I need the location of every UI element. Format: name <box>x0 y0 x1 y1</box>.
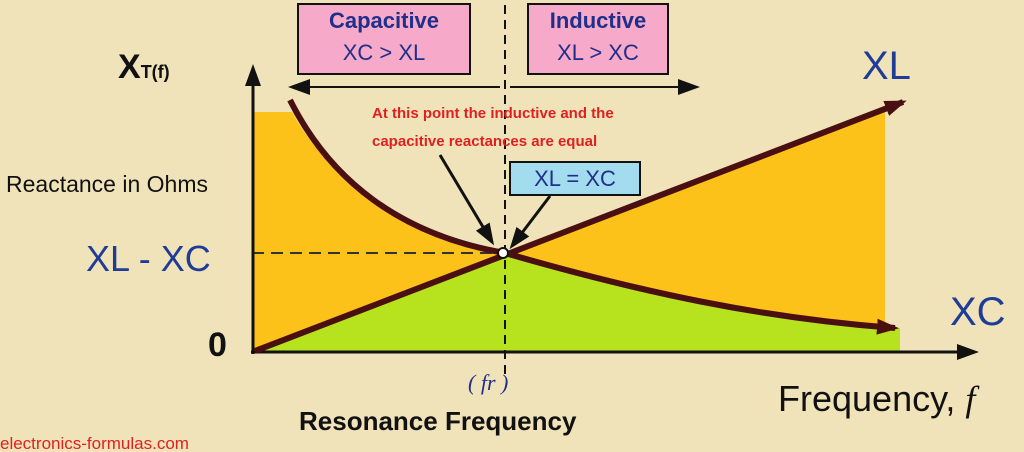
green-area <box>253 253 900 352</box>
equal-box: XL = XC <box>509 161 641 196</box>
xc-curve <box>287 98 899 335</box>
annotation-pointer <box>438 154 495 246</box>
capacitive-box: Capacitive XC > XL <box>297 3 471 75</box>
xc-curve-label: XC <box>950 290 1006 334</box>
inductive-box: Inductive XL > XC <box>527 3 669 75</box>
annotation-line-2: capacitive reactances are equal <box>372 133 598 150</box>
y-axis-label: Reactance in Ohms <box>6 171 208 197</box>
y-axis-symbol: XT(f) <box>118 48 170 87</box>
level-tick-label: XL - XC <box>86 238 211 279</box>
inductive-title: Inductive <box>549 8 647 33</box>
x-axis-symbol: f <box>965 379 976 419</box>
x-axis-label: Frequency, f <box>778 378 975 420</box>
y-symbol-subscript: T(f) <box>140 62 170 82</box>
x-axis-label-text: Frequency, <box>778 378 966 419</box>
resonance-tick-label: ( fr ) <box>468 370 509 395</box>
xl-line <box>253 99 907 354</box>
resonance-point <box>497 247 509 259</box>
zero-tick-label: 0 <box>208 326 227 364</box>
annotation-text: At this point the inductive and the capa… <box>372 100 614 156</box>
equal-box-pointer <box>509 195 552 250</box>
watermark: electronics-formulas.com <box>0 434 189 452</box>
capacitive-relation: XC > XL <box>342 40 426 65</box>
resonance-label: Resonance Frequency <box>299 406 577 436</box>
capacitive-title: Capacitive <box>328 8 440 33</box>
xl-curve-label: XL <box>862 44 911 88</box>
y-symbol-text: X <box>118 48 141 86</box>
annotation-line-1: At this point the inductive and the <box>372 105 614 122</box>
inductive-relation: XL > XC <box>557 40 639 65</box>
